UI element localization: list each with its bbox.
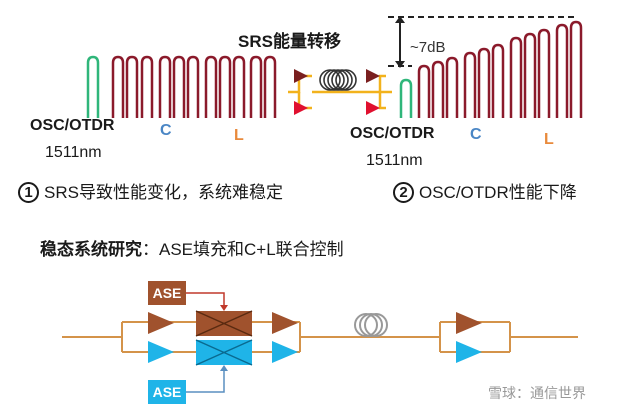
- signal-peak-left-6: [186, 55, 200, 118]
- study-text: ASE填充和C+L联合控制: [159, 240, 344, 259]
- srs-amplifier-block: [288, 69, 392, 115]
- signal-peak-left-10: [249, 55, 263, 118]
- issue-2-number: 2: [393, 182, 414, 203]
- amplifier-c-icon: [294, 101, 308, 115]
- spectrum-left: [86, 55, 277, 118]
- spectrum-right: [399, 20, 583, 118]
- signal-peak-right-9: [537, 28, 551, 118]
- signal-peak-right-5: [477, 47, 491, 118]
- ase-box-bottom: [148, 380, 186, 404]
- amplifier-l-stage3-icon: [456, 312, 482, 334]
- signal-peak-right-10: [555, 23, 569, 118]
- ase-label-bottom: ASE: [152, 384, 182, 400]
- ase-coupler-top: [195, 310, 253, 337]
- stable-system-diagram: [62, 281, 578, 404]
- signal-peak-left-5: [172, 55, 186, 118]
- issue-1-text: SRS导致性能变化，系统难稳定: [44, 183, 283, 202]
- amplifier-c-stage2-icon: [272, 341, 298, 363]
- db-arrow: [388, 16, 578, 68]
- ase-box-top: [148, 281, 186, 305]
- signal-peak-left-7: [204, 55, 218, 118]
- study-heading: 稳态系统研究: [40, 240, 142, 259]
- fiber-coil-icon: [319, 69, 357, 91]
- amplifier-c-stage1-icon: [148, 341, 174, 363]
- signal-peak-left-8: [218, 55, 232, 118]
- signal-peak-right-7: [509, 36, 523, 118]
- signal-peak-left-3: [140, 55, 154, 118]
- study-line: 稳态系统研究：ASE填充和C+L联合控制: [40, 241, 344, 258]
- signal-peak-right-4: [463, 51, 477, 118]
- signal-peak-left-2: [125, 55, 139, 118]
- signal-peak-right-1: [417, 64, 431, 118]
- ase-label-top: ASE: [152, 285, 182, 301]
- signal-peak-right-6: [491, 43, 505, 118]
- amplifier-l-icon: [294, 69, 308, 83]
- issue-1-number: 1: [18, 182, 39, 203]
- osc-peak-left: [86, 55, 100, 118]
- signal-peak-left-4: [158, 55, 172, 118]
- wavelength-label-left: 1511nm: [45, 144, 102, 161]
- osc-peak-right: [399, 78, 413, 118]
- amplifier-c-stage3-icon: [456, 341, 482, 363]
- signal-peak-right-11: [569, 20, 583, 118]
- signal-peak-right-3: [445, 56, 459, 118]
- ase-coupler-bottom: [195, 339, 253, 366]
- signal-peak-right-2: [431, 60, 445, 118]
- srs-energy-transfer-title: SRS能量转移: [238, 32, 341, 51]
- wavelength-label-right: 1511nm: [366, 152, 423, 169]
- osc-otdr-label-left: OSC/OTDR: [30, 117, 115, 134]
- amplifier-c2-icon: [366, 101, 380, 115]
- fiber-span-icon: [354, 313, 388, 337]
- signal-peak-left-9: [232, 55, 246, 118]
- amplifier-l-stage1-icon: [148, 312, 174, 334]
- c-band-label-right: C: [470, 126, 482, 143]
- study-colon: ：: [142, 240, 159, 259]
- c-band-label-left: C: [160, 122, 172, 139]
- issue-2-text: OSC/OTDR性能下降: [419, 183, 577, 202]
- l-band-label-left: L: [234, 127, 244, 144]
- l-band-label-right: L: [544, 131, 554, 148]
- signal-peak-left-1: [111, 55, 125, 118]
- osc-otdr-label-right: OSC/OTDR: [350, 125, 435, 142]
- signal-peak-right-8: [523, 32, 537, 118]
- amplifier-l-stage2-icon: [272, 312, 298, 334]
- watermark: 雪球：通信世界: [488, 385, 586, 401]
- signal-peak-left-11: [263, 55, 277, 118]
- db-difference-label: ~7dB: [410, 39, 446, 56]
- amplifier-l2-icon: [366, 69, 380, 83]
